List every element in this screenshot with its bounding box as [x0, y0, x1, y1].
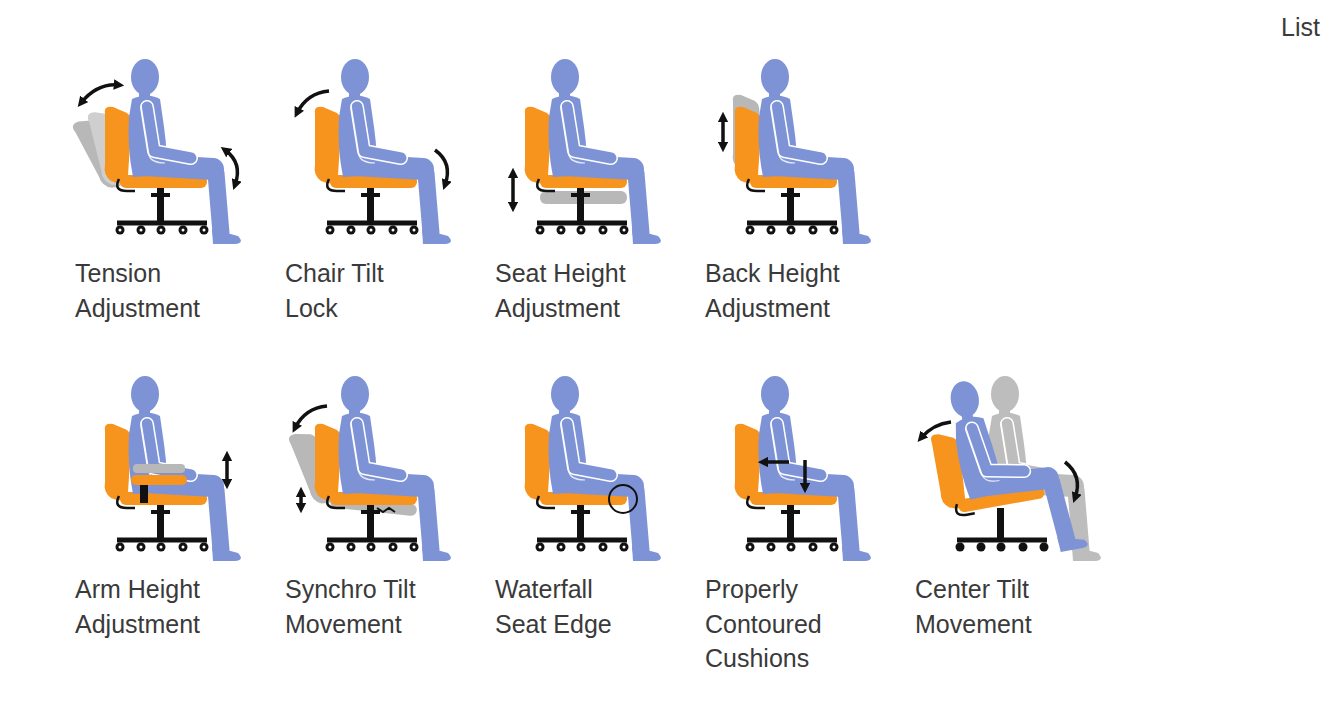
motion-arrow — [763, 460, 789, 464]
chair-figure — [105, 376, 241, 561]
chair-figure — [287, 376, 450, 561]
highlight-circle — [609, 485, 637, 513]
motion-arrow — [511, 173, 515, 207]
chair-figure — [71, 59, 241, 244]
seated-person — [339, 376, 451, 561]
feature-caption: Chair Tilt Lock — [285, 256, 435, 325]
seated-person — [549, 59, 661, 244]
motion-arrow — [921, 422, 951, 438]
motion-arrow — [225, 456, 229, 484]
chair-figure — [723, 59, 871, 244]
motion-arrow — [81, 85, 119, 103]
chair-figure — [921, 365, 1101, 571]
motion-arrow — [299, 492, 303, 508]
feature-caption: Tension Adjustment — [75, 256, 225, 325]
chair-figure — [513, 59, 661, 244]
motion-arrow — [297, 91, 329, 113]
seated-person — [129, 59, 241, 244]
chair-figure — [525, 376, 661, 561]
seated-person — [549, 376, 661, 561]
feature-caption: Center Tilt Movement — [915, 572, 1065, 641]
seated-person — [339, 59, 451, 244]
seated-person — [945, 365, 1088, 567]
feature-caption: Arm Height Adjustment — [75, 572, 225, 641]
seated-person — [129, 376, 241, 561]
feature-caption: Back Height Adjustment — [705, 256, 855, 325]
view-toggle: List — [1281, 10, 1320, 45]
feature-caption: Waterfall Seat Edge — [495, 572, 645, 641]
chair-figure — [735, 376, 871, 561]
feature-caption: Properly Contoured Cushions — [705, 572, 855, 676]
chair-figure — [297, 59, 451, 244]
motion-arrow — [435, 150, 447, 185]
motion-arrow — [295, 406, 327, 428]
feature-caption: Seat Height Adjustment — [495, 256, 645, 325]
feature-caption: Synchro Tilt Movement — [285, 572, 435, 641]
motion-arrow — [803, 460, 807, 488]
seated-person — [759, 59, 871, 244]
motion-arrow — [1065, 462, 1077, 498]
seated-person — [759, 376, 871, 561]
motion-arrow — [721, 117, 725, 147]
motion-arrow — [225, 150, 237, 185]
